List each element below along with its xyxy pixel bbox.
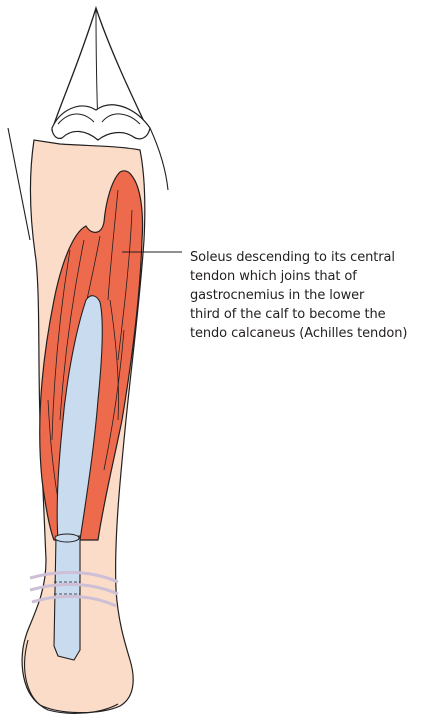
soleus-annotation: Soleus descending to its central tendon … xyxy=(190,248,444,343)
annotation-line: tendo calcaneus (Achilles tendon) xyxy=(190,324,444,343)
annotation-line: third of the calf to become the xyxy=(190,305,444,324)
annotation-line: gastrocnemius in the lower xyxy=(190,286,444,305)
annotation-line: Soleus descending to its central xyxy=(190,248,444,267)
annotation-line: tendon which joins that of xyxy=(190,267,444,286)
